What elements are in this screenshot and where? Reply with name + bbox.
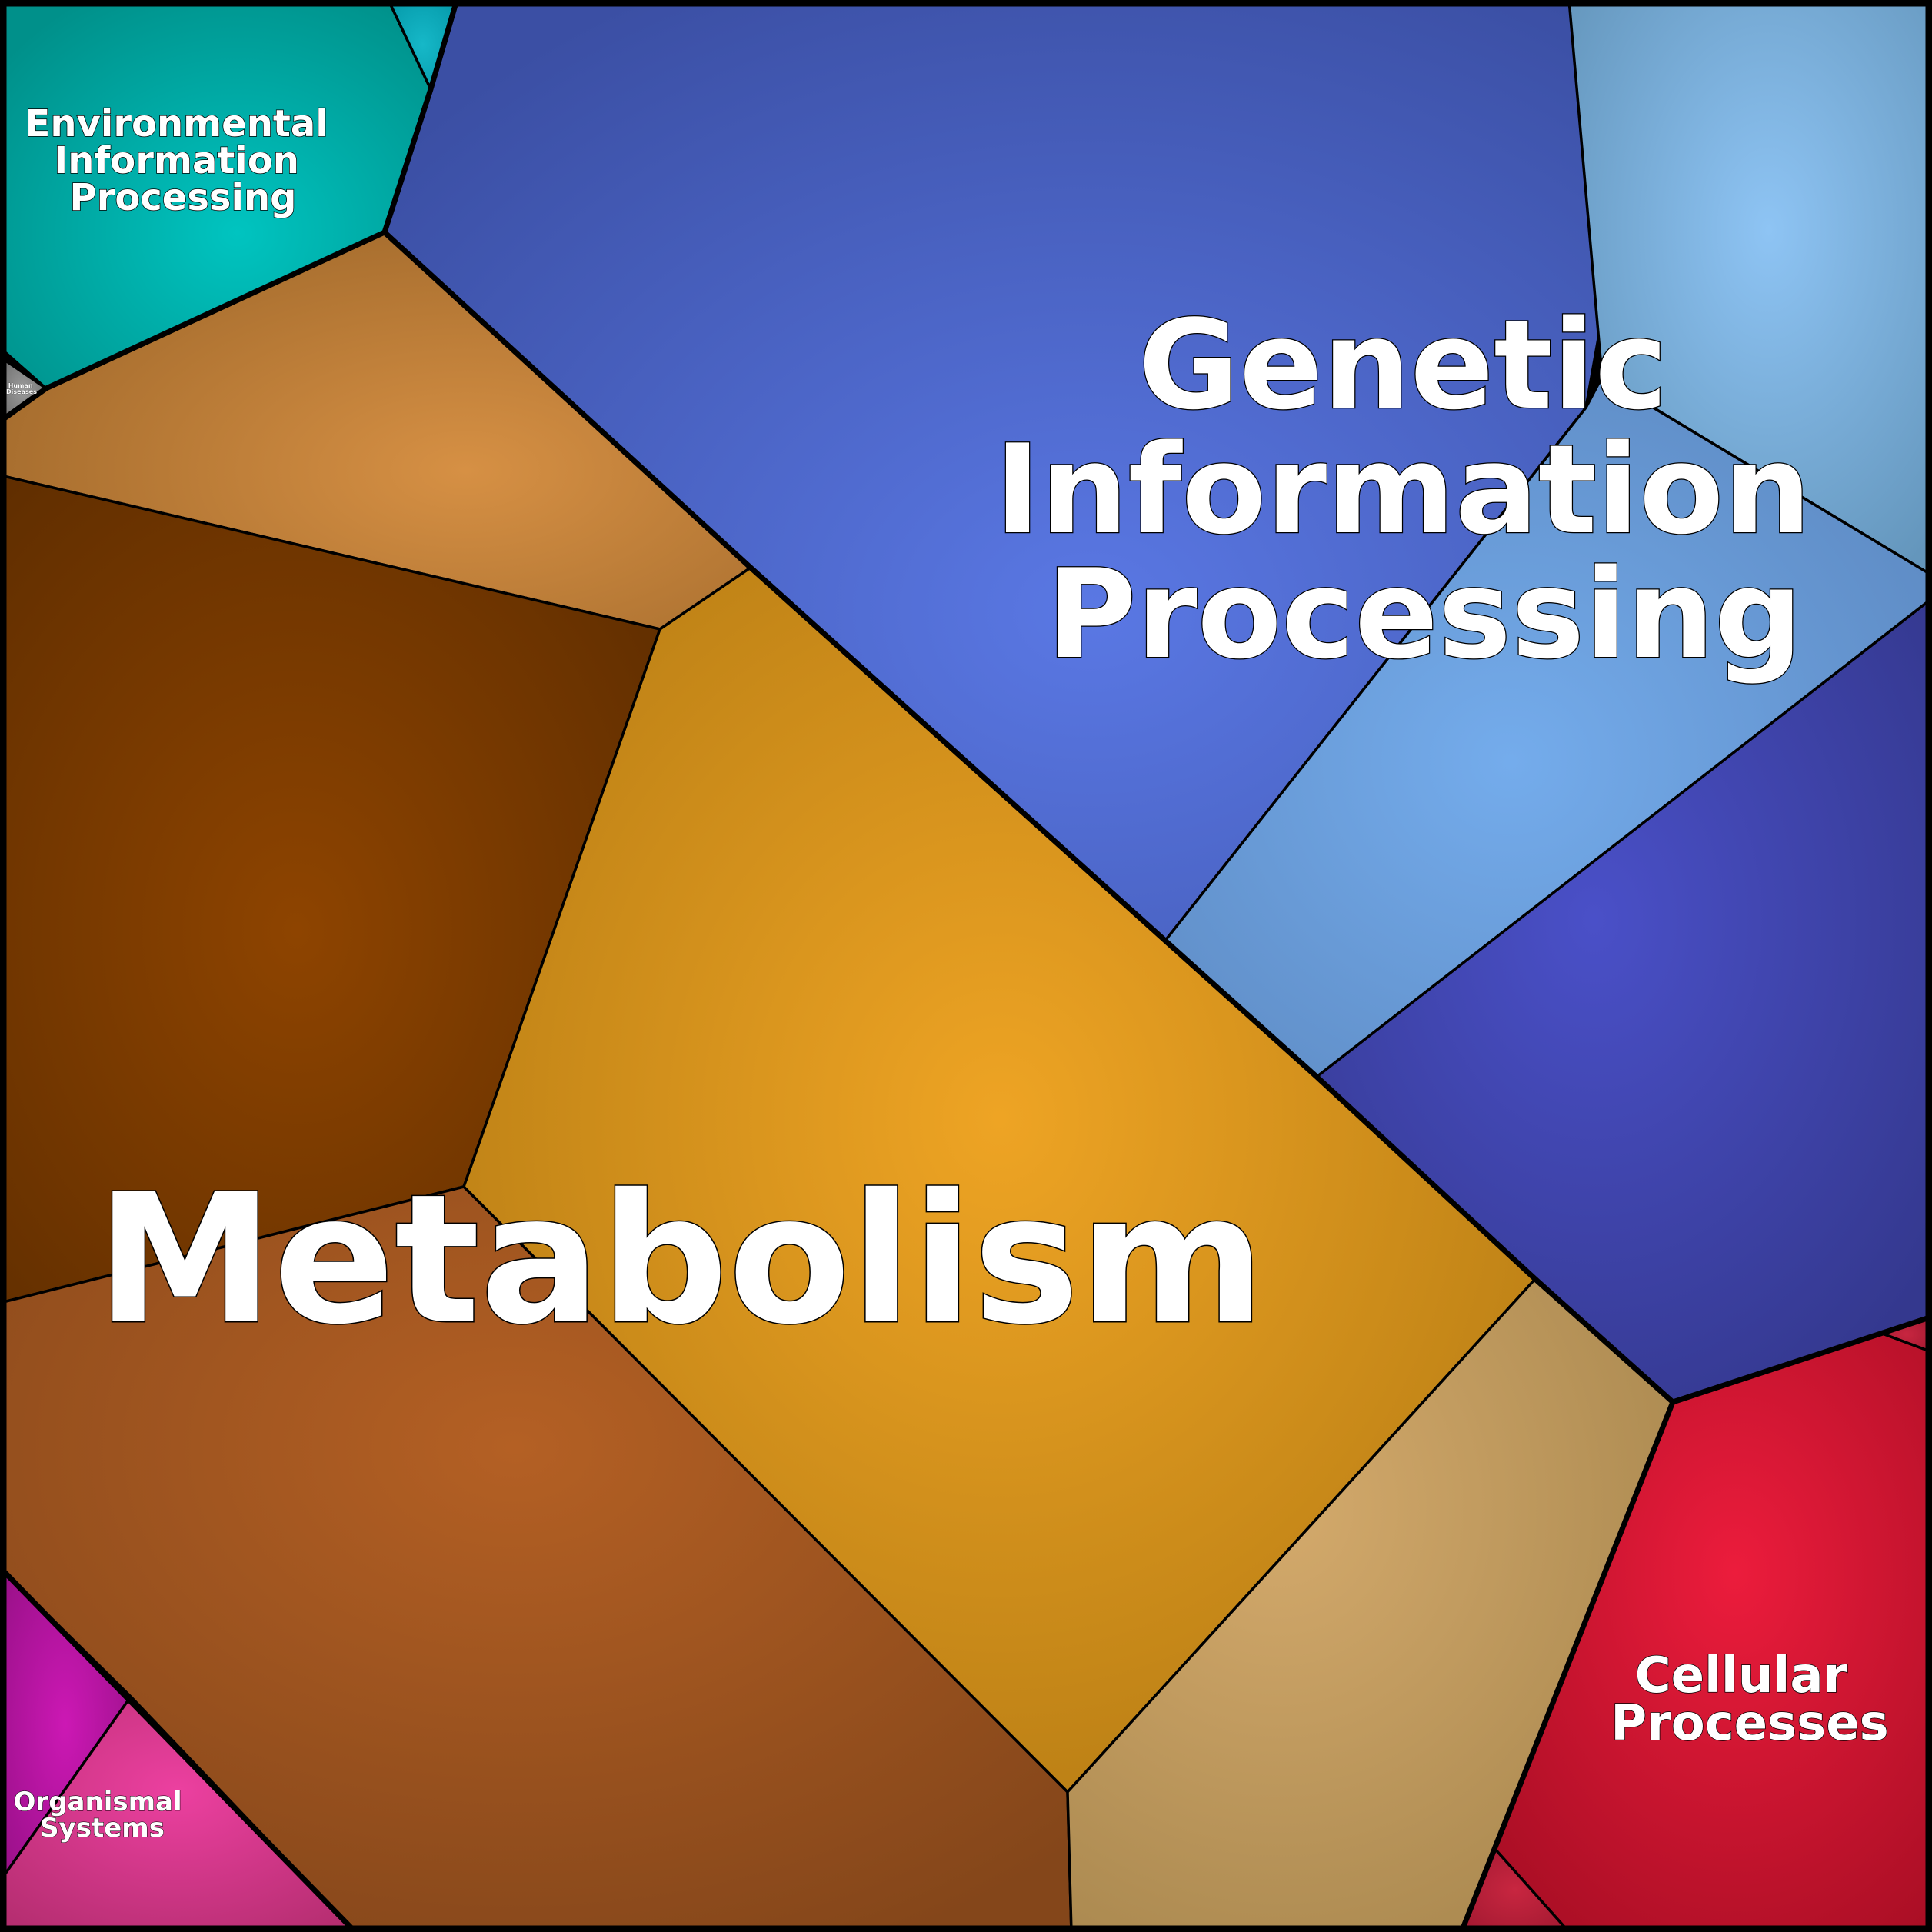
label-metabolism: Metabolism xyxy=(96,1156,1265,1364)
region-metabolism xyxy=(0,231,1674,1932)
label-human-diseases: Human Diseases xyxy=(6,382,37,395)
cell-metabolism-rust xyxy=(0,1185,1073,1932)
label-organismal-systems: Organismal Systems xyxy=(14,1787,192,1844)
label-genetic-information-processing: Genetic Information Processing xyxy=(994,293,1854,686)
label-environmental-information-processing: Environmental Information Processing xyxy=(25,102,341,219)
region-genetic-information-processing xyxy=(383,0,1932,1404)
cell-genetic-light xyxy=(1567,0,1932,577)
label-cellular-processes: Cellular Processes xyxy=(1611,1647,1888,1752)
